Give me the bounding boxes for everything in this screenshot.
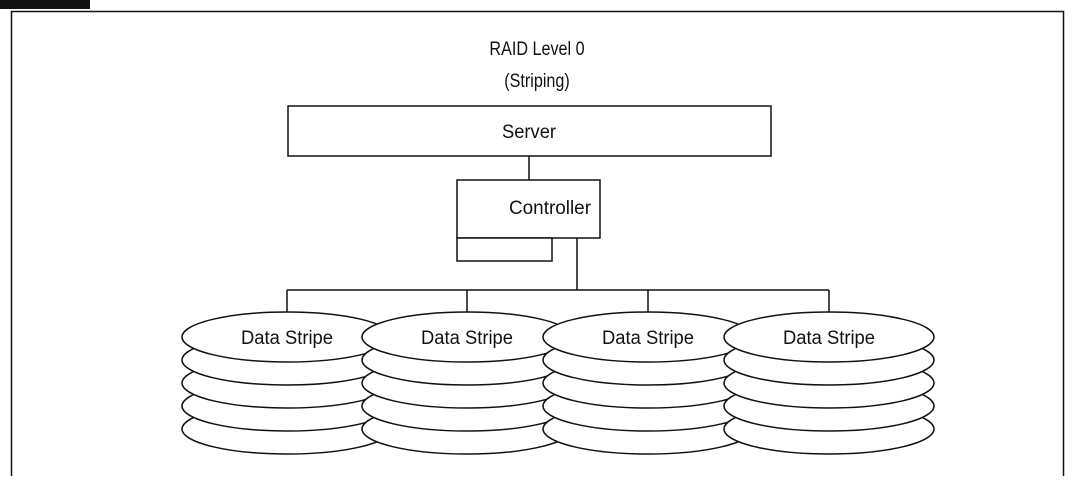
disk-bus xyxy=(286,238,830,312)
disk-label: Data Stripe xyxy=(421,328,513,349)
disk-label: Data Stripe xyxy=(241,328,333,349)
controller-label: Controller xyxy=(509,198,592,219)
figure-border xyxy=(10,10,1065,481)
disk-stacks: Data Stripe Data Stripe Data Stripe Data St… xyxy=(181,311,935,455)
disk-label: Data Stripe xyxy=(783,328,875,349)
controller-cache-box xyxy=(456,237,553,262)
diagram-subtitle: (Striping) xyxy=(504,71,570,92)
disk-top-platter xyxy=(723,311,935,363)
controller-box: Controller xyxy=(456,179,601,262)
figure-header-sliver xyxy=(0,0,90,9)
disk-stack: Data Stripe xyxy=(542,311,754,455)
disk-label: Data Stripe xyxy=(602,328,694,349)
server-label: Server xyxy=(502,122,557,143)
server-box: Server xyxy=(287,105,772,157)
disk-stack: Data Stripe xyxy=(181,311,393,455)
diagram-title: RAID Level 0 xyxy=(489,39,585,60)
disk-stack: Data Stripe xyxy=(361,311,573,455)
disk-stack: Data Stripe xyxy=(723,311,935,455)
